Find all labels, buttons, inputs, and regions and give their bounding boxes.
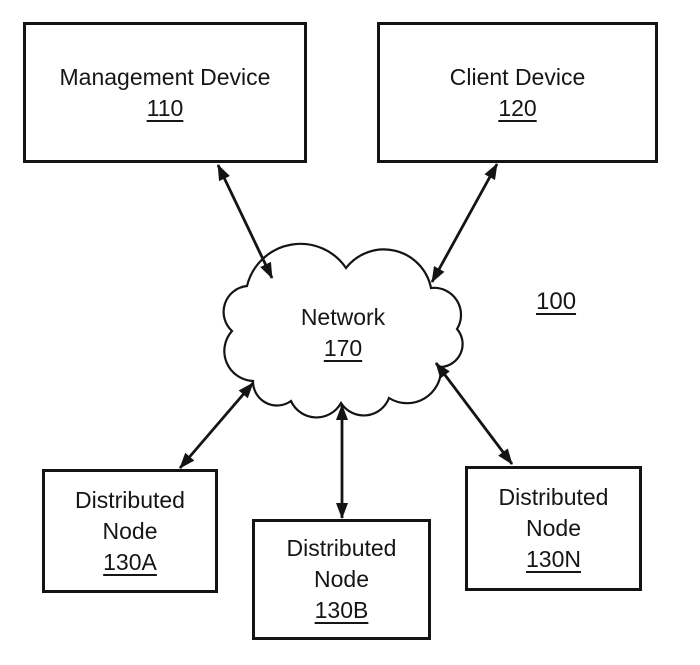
distributed-node-n-ref: 130N bbox=[526, 546, 581, 572]
client-device-label: Client Device bbox=[449, 63, 586, 90]
distributed-node-a-ref: 130A bbox=[103, 548, 157, 575]
figure-number: 100 bbox=[536, 288, 577, 315]
arrow-network-node-n bbox=[434, 362, 514, 465]
distributed-node-b-label-line2: Node bbox=[314, 566, 369, 592]
distributed-node-b-label-line1: Distributed bbox=[286, 535, 397, 561]
distributed-node-a-label-line1: Distributed bbox=[75, 486, 185, 513]
network-ref: 170 bbox=[323, 335, 363, 361]
distributed-node-a-label-line2: Node bbox=[102, 517, 158, 544]
client-device-box: Client Device 120 bbox=[377, 22, 658, 163]
network-label-text: Network bbox=[300, 304, 386, 330]
distributed-node-n-label-line2: Node bbox=[526, 515, 581, 541]
management-device-label: Management Device bbox=[59, 63, 271, 90]
network-label: Network 170 bbox=[283, 302, 403, 364]
distributed-node-n-box: Distributed Node 130N bbox=[465, 466, 642, 591]
distributed-node-a-box: Distributed Node 130A bbox=[42, 469, 218, 593]
distributed-node-b-ref: 130B bbox=[314, 597, 369, 623]
arrow-management-network bbox=[216, 164, 274, 279]
distributed-node-b-box: Distributed Node 130B bbox=[252, 519, 431, 640]
arrow-network-node-a bbox=[178, 382, 255, 469]
management-device-ref: 110 bbox=[146, 94, 184, 121]
distributed-node-n-label-line1: Distributed bbox=[498, 484, 609, 510]
management-device-box: Management Device 110 bbox=[23, 22, 307, 163]
client-device-ref: 120 bbox=[498, 94, 537, 121]
arrow-client-network bbox=[430, 163, 499, 283]
